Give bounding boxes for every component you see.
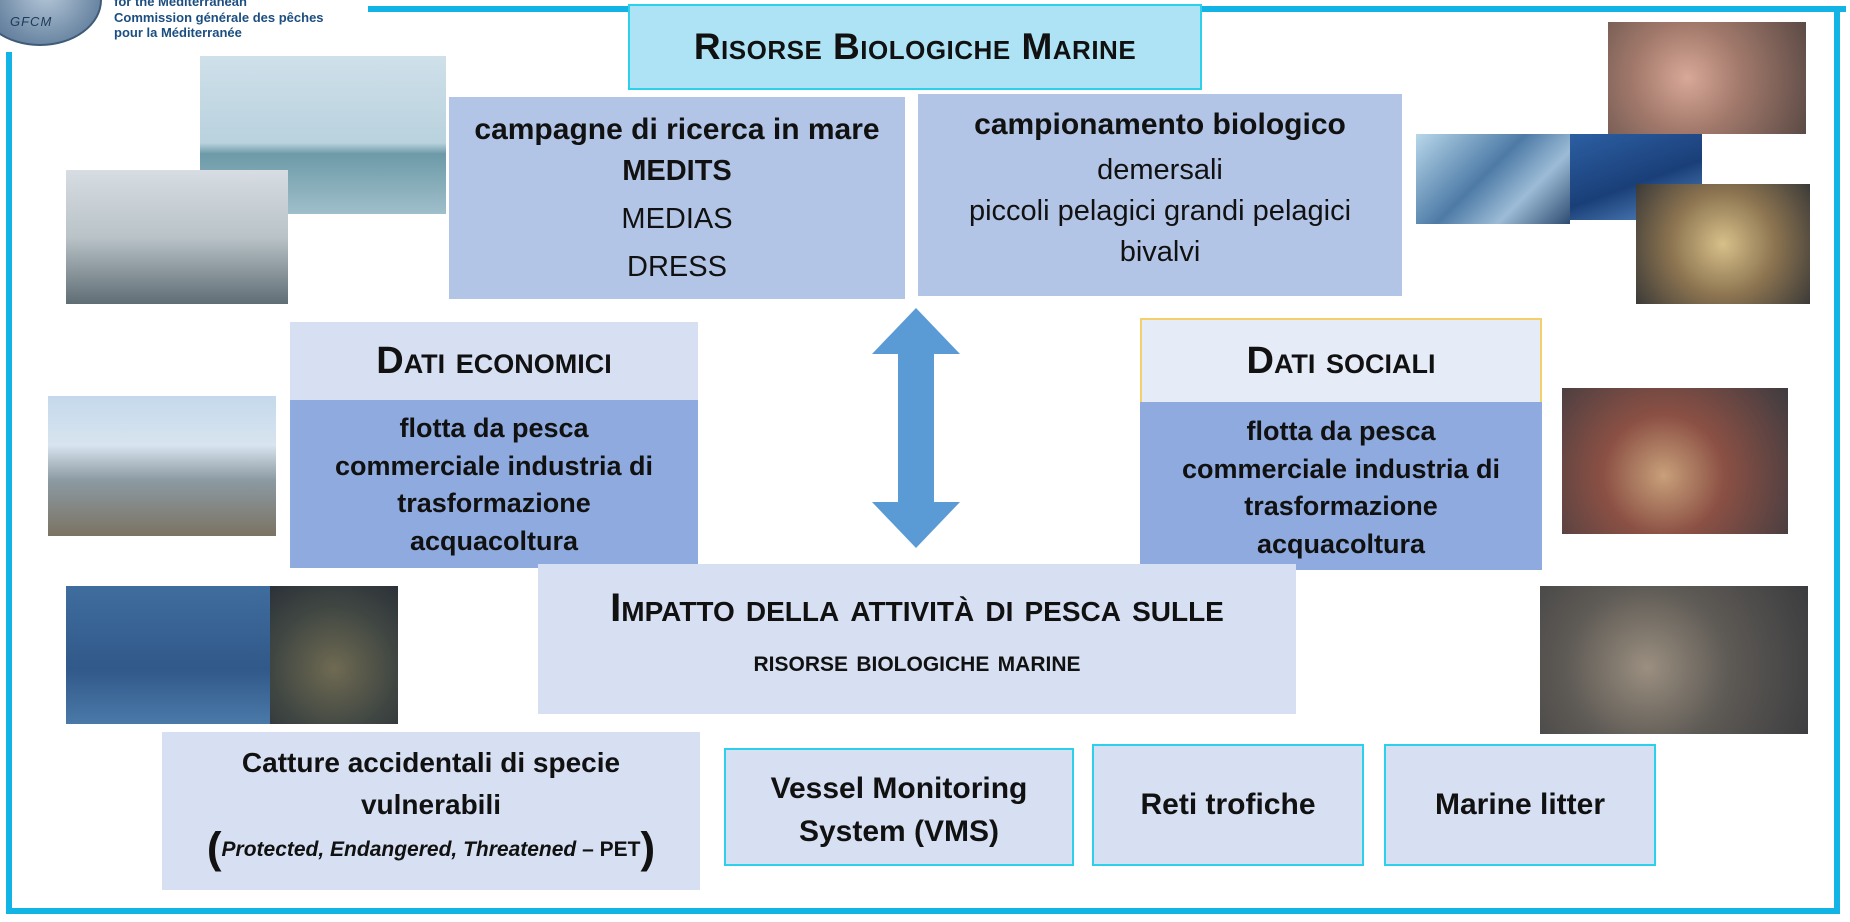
pet-italic: Protected, Endangered, Threatened [221, 838, 577, 861]
fish-catch-photo [1608, 22, 1806, 134]
pet-open-paren: ( [206, 823, 222, 873]
fish-market-photo [1562, 388, 1788, 534]
slide-frame [6, 6, 1840, 914]
economic-data-heading: Dati economici [290, 322, 698, 400]
research-item: MEDIAS [621, 203, 733, 235]
sampling-item: demersali [1097, 154, 1223, 186]
social-line: acquacoltura [1256, 528, 1426, 559]
trawl-net-photo [66, 170, 288, 304]
logo-line-2: Commission générale des pêches [114, 9, 324, 25]
sampling-heading: campionamento biologico [974, 108, 1346, 141]
biological-sampling-box: campionamento biologico demersali piccol… [918, 94, 1402, 296]
pet-line: (Protected, Endangered, Threatened – PET… [162, 826, 700, 871]
marine-litter-box: Marine litter [1384, 744, 1656, 866]
pet-close-paren: ) [640, 823, 656, 873]
logo-text: for the Mediterranean Commission général… [114, 0, 324, 41]
economic-line: acquacoltura [409, 525, 579, 556]
harbor-fleet-photo [48, 396, 276, 536]
vms-line-2: System (VMS) [798, 815, 1000, 848]
economic-data-body: flotta da pesca commerciale industria di… [290, 400, 698, 568]
bycatch-box: Catture accidentali di specie vulnerabil… [162, 732, 700, 890]
vms-box: Vessel Monitoring System (VMS) [724, 748, 1074, 866]
gfcm-logo: GFCM for the Mediterranean Commission gé… [0, 0, 368, 52]
impact-line-2: risorse biologiche marine [753, 645, 1081, 678]
research-item: MEDITS [622, 155, 732, 187]
logo-line-1: for the Mediterranean [114, 0, 247, 9]
social-line: commerciale industria di [1181, 453, 1501, 484]
sampling-item: piccoli pelagici grandi pelagici [968, 195, 1352, 227]
dolphin-photo [66, 586, 270, 724]
fishing-impact-box: Impatto della attività di pesca sulle ri… [538, 564, 1296, 714]
vms-line-1: Vessel Monitoring [770, 772, 1028, 805]
food-webs-box: Reti trofiche [1092, 744, 1364, 866]
turtle-in-net-photo [270, 586, 398, 724]
social-line: flotta da pesca [1246, 416, 1436, 446]
research-heading: campagne di ricerca in mare [474, 113, 880, 146]
sardines-photo [1416, 134, 1570, 224]
social-line: trasformazione [1244, 491, 1438, 521]
research-surveys-box: campagne di ricerca in mare MEDITS MEDIA… [449, 97, 905, 299]
slide-title: Risorse Biologiche Marine [628, 4, 1202, 90]
bycatch-line-2: vulnerabili [360, 789, 502, 820]
economic-line: commerciale industria di [334, 450, 654, 481]
gfcm-emblem-icon: GFCM [0, 0, 102, 46]
double-arrow-icon [872, 308, 960, 548]
logo-line-3: pour la Méditerranée [114, 25, 242, 40]
bivalves-photo [1636, 184, 1810, 304]
marine-litter-photo [1540, 586, 1808, 734]
research-item: DRESS [627, 251, 727, 283]
social-data-heading: Dati sociali [1140, 318, 1542, 402]
bycatch-line-1: Catture accidentali di specie [241, 747, 621, 778]
economic-line: flotta da pesca [399, 413, 589, 443]
pet-acronym: – PET [576, 838, 641, 861]
social-data-body: flotta da pesca commerciale industria di… [1140, 402, 1542, 570]
impact-line-1: Impatto della attività di pesca sulle [610, 586, 1224, 630]
economic-line: trasformazione [397, 488, 591, 518]
sampling-item: bivalvi [1119, 236, 1201, 268]
